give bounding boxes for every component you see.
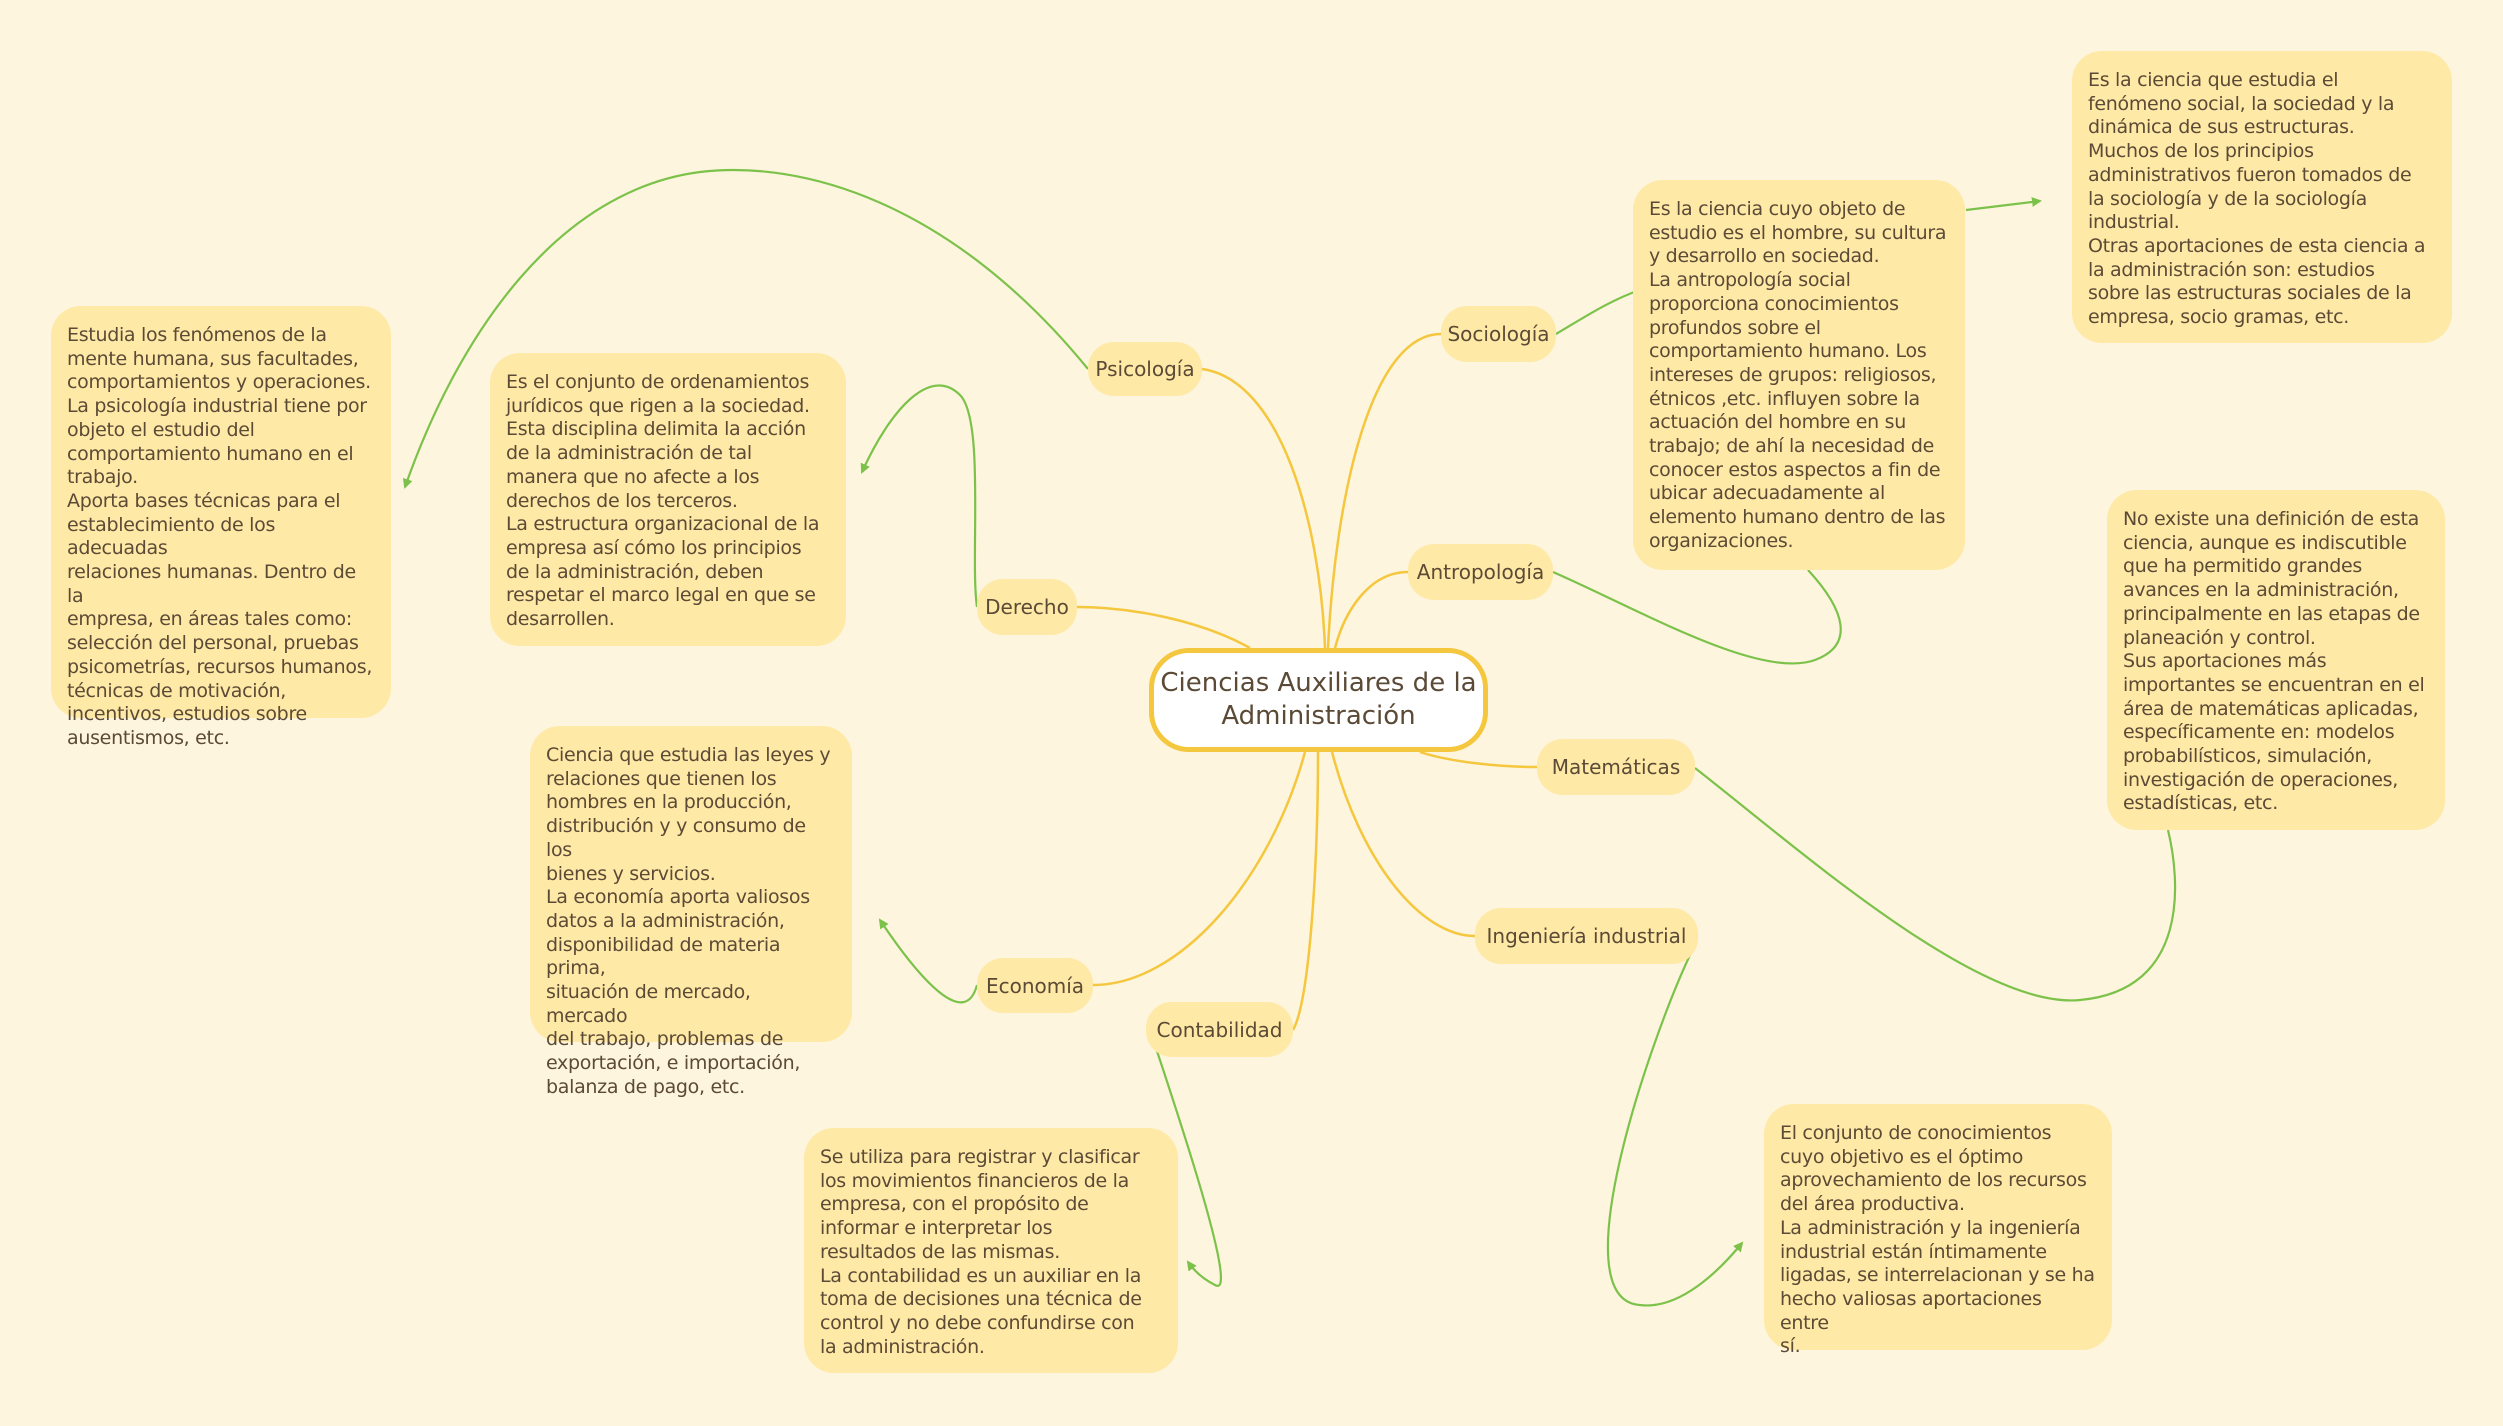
branch-antropologia — [1333, 570, 1409, 649]
note-sociologia[interactable]: Es la ciencia que estudia el fenómeno so… — [2072, 51, 2452, 343]
node-sociologia[interactable]: Sociología — [1441, 306, 1556, 362]
central-topic-title: Ciencias Auxiliares de la Administración — [1160, 668, 1477, 731]
node-label: Contabilidad — [1156, 1017, 1283, 1042]
branch-matematicas — [1419, 750, 1538, 769]
node-label: Antropología — [1416, 560, 1545, 584]
node-matematicas[interactable]: Matemáticas — [1537, 739, 1695, 795]
arrow-economia — [878, 918, 979, 1004]
node-antropologia[interactable]: Antropología — [1408, 544, 1553, 600]
node-label: Matemáticas — [1551, 755, 1681, 779]
branch-sociologia — [1326, 332, 1442, 649]
note-derecho[interactable]: Es el conjunto de ordenamientos jurídico… — [490, 353, 846, 646]
note-ingenieria-industrial[interactable]: El conjunto de conocimientos cuyo objeti… — [1764, 1104, 2112, 1357]
note-psicologia[interactable]: Estudia los fenómenos de la mente humana… — [51, 306, 391, 749]
branch-ingenieria — [1330, 751, 1476, 938]
branch-economia — [1092, 751, 1307, 987]
arrow-sociologia-link — [1555, 288, 1641, 335]
arrow-psicologia — [402, 168, 1089, 489]
node-psicologia[interactable]: Psicología — [1088, 342, 1202, 396]
note-antropologia[interactable]: Es la ciencia cuyo objeto de estudio es … — [1633, 180, 1965, 570]
arrow-ingenieria — [1606, 954, 1744, 1307]
arrow-derecho — [860, 384, 979, 608]
node-ingenieria-industrial[interactable]: Ingeniería industrial — [1475, 908, 1698, 964]
branch-psicologia — [1201, 367, 1327, 649]
node-label: Sociología — [1447, 322, 1550, 346]
branch-derecho — [1076, 605, 1251, 650]
arrow-sociologia — [1965, 197, 2042, 212]
arrow-matematicas — [1694, 767, 2177, 1002]
node-label: Ingeniería industrial — [1486, 924, 1687, 948]
node-derecho[interactable]: Derecho — [977, 579, 1077, 635]
node-economia[interactable]: Economía — [977, 958, 1093, 1013]
arrow-contabilidad — [1148, 1029, 1223, 1287]
note-economia[interactable]: Ciencia que estudia las leyes y relacion… — [530, 726, 852, 1098]
central-topic[interactable]: Ciencias Auxiliares de la Administración — [1149, 648, 1488, 752]
node-label: Derecho — [985, 595, 1069, 619]
note-contabilidad[interactable]: Se utiliza para registrar y clasificar l… — [804, 1128, 1178, 1373]
arrow-antropologia — [1552, 569, 1842, 665]
branch-contabilidad — [1291, 751, 1320, 1031]
note-matematicas[interactable]: No existe una definición de esta ciencia… — [2107, 490, 2445, 830]
node-label: Psicología — [1095, 357, 1195, 381]
node-contabilidad[interactable]: Contabilidad — [1146, 1002, 1293, 1057]
node-label: Economía — [985, 973, 1085, 998]
